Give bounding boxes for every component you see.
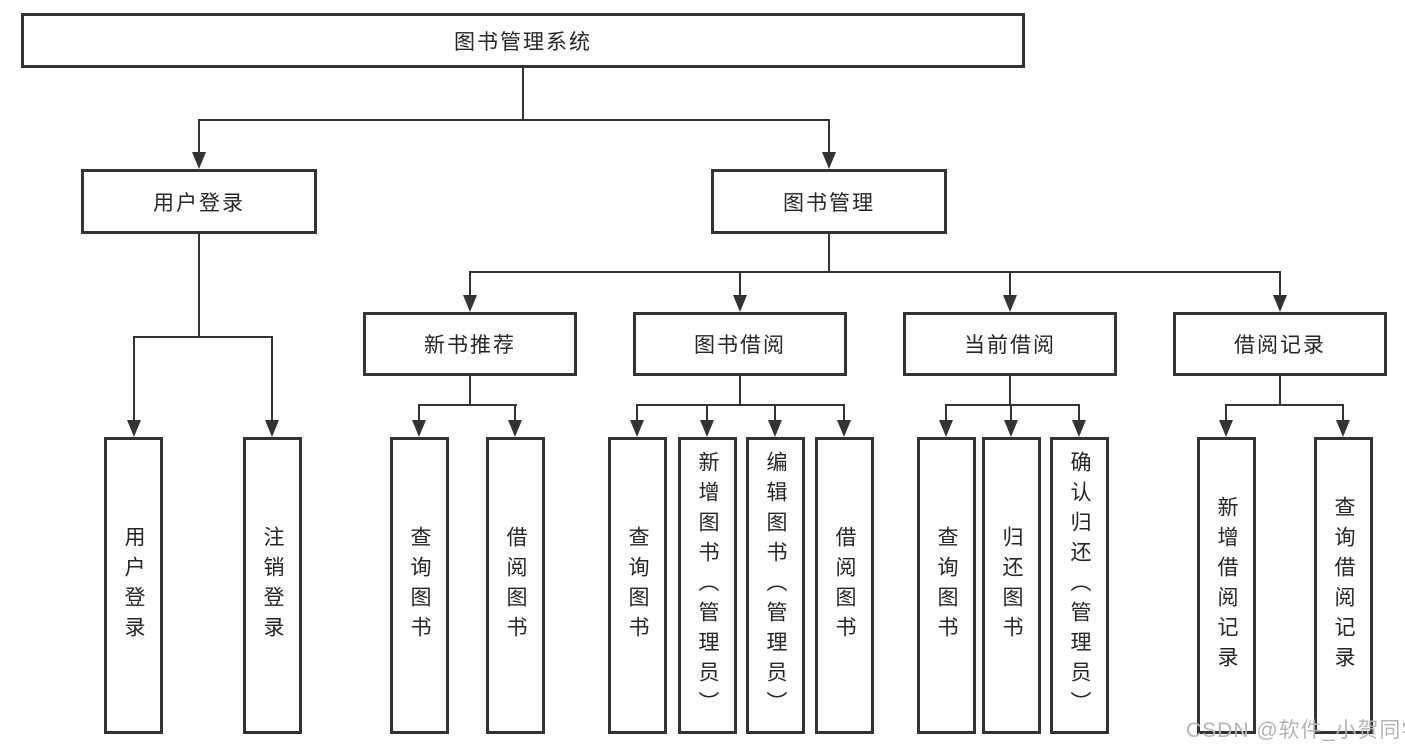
connector-line bbox=[469, 374, 471, 406]
arrow-down-icon bbox=[1219, 420, 1233, 437]
arrow-down-icon bbox=[837, 420, 851, 437]
connector-line bbox=[945, 404, 1080, 406]
connector-line bbox=[945, 404, 947, 422]
node-label: 借阅图书 bbox=[504, 525, 527, 646]
node-label: 确认归还（管理员） bbox=[1068, 450, 1091, 721]
connector-line bbox=[828, 119, 830, 154]
connector-line bbox=[706, 404, 708, 422]
arrow-down-icon bbox=[822, 152, 836, 169]
arrow-down-icon bbox=[1004, 420, 1018, 437]
arrow-down-icon bbox=[1072, 420, 1086, 437]
connector-line bbox=[271, 336, 273, 422]
node-borrowing-records: 借阅记录 bbox=[1173, 312, 1387, 376]
node-logout: 注销登录 bbox=[243, 437, 302, 734]
connector-line bbox=[514, 404, 516, 422]
connector-line bbox=[198, 232, 200, 338]
arrow-down-icon bbox=[733, 295, 747, 312]
connector-line bbox=[843, 404, 845, 422]
node-label: 归还图书 bbox=[1000, 525, 1023, 646]
arrow-down-icon bbox=[127, 420, 141, 437]
connector-line bbox=[133, 336, 273, 338]
node-new-book-recommendation: 新书推荐 bbox=[363, 312, 577, 376]
node-label: 查询图书 bbox=[408, 525, 431, 646]
arrow-down-icon bbox=[630, 420, 644, 437]
node-book-management: 图书管理 bbox=[711, 169, 947, 234]
node-current-borrowing: 当前借阅 bbox=[903, 312, 1117, 376]
connector-line bbox=[1009, 374, 1011, 406]
connector-line bbox=[469, 271, 1281, 273]
arrow-down-icon bbox=[1003, 295, 1017, 312]
connector-line bbox=[198, 119, 200, 154]
node-borrow-books-recommend: 借阅图书 bbox=[486, 437, 545, 734]
connector-line bbox=[1225, 404, 1344, 406]
connector-line bbox=[418, 404, 517, 406]
node-borrow-books-borrow: 借阅图书 bbox=[815, 437, 874, 734]
node-label: 编辑图书（管理员） bbox=[764, 450, 787, 721]
node-label: 用户登录 bbox=[122, 525, 145, 646]
connector-line bbox=[1279, 374, 1281, 406]
connector-line bbox=[469, 271, 471, 297]
node-add-borrow-record: 新增借阅记录 bbox=[1197, 437, 1256, 734]
connector-line bbox=[828, 232, 830, 273]
arrow-down-icon bbox=[1336, 420, 1350, 437]
node-label: 新增借阅记录 bbox=[1215, 495, 1238, 676]
connector-line bbox=[198, 119, 830, 121]
node-user-login: 用户登录 bbox=[81, 169, 317, 234]
connector-line bbox=[1078, 404, 1080, 422]
connector-line bbox=[1279, 271, 1281, 297]
connector-line bbox=[418, 404, 420, 422]
arrow-down-icon bbox=[463, 295, 477, 312]
node-edit-book-admin: 编辑图书（管理员） bbox=[746, 437, 805, 734]
node-query-books-recommend: 查询图书 bbox=[390, 437, 449, 734]
connector-line bbox=[636, 404, 845, 406]
connector-line bbox=[522, 66, 524, 121]
arrow-down-icon bbox=[1273, 295, 1287, 312]
arrow-down-icon bbox=[700, 420, 714, 437]
node-query-books-borrow: 查询图书 bbox=[608, 437, 667, 734]
node-user-login-action: 用户登录 bbox=[104, 437, 163, 734]
node-book-borrowing: 图书借阅 bbox=[633, 312, 847, 376]
connector-line bbox=[739, 271, 741, 297]
arrow-down-icon bbox=[939, 420, 953, 437]
node-label: 新增图书（管理员） bbox=[696, 450, 719, 721]
node-add-book-admin: 新增图书（管理员） bbox=[678, 437, 737, 734]
arrow-down-icon bbox=[265, 420, 279, 437]
node-query-borrow-record: 查询借阅记录 bbox=[1314, 437, 1373, 734]
arrow-down-icon bbox=[768, 420, 782, 437]
connector-line bbox=[1010, 404, 1012, 422]
arrow-down-icon bbox=[192, 152, 206, 169]
node-confirm-return-admin: 确认归还（管理员） bbox=[1050, 437, 1109, 734]
node-library-management-system: 图书管理系统 bbox=[21, 13, 1025, 68]
connector-line bbox=[636, 404, 638, 422]
csdn-watermark: CSDN @软件_小贺同学 bbox=[1186, 719, 1405, 742]
node-return-book: 归还图书 bbox=[982, 437, 1041, 734]
connector-line bbox=[739, 374, 741, 406]
arrow-down-icon bbox=[508, 420, 522, 437]
node-query-books-current: 查询图书 bbox=[917, 437, 976, 734]
connector-line bbox=[1225, 404, 1227, 422]
node-label: 查询借阅记录 bbox=[1332, 495, 1355, 676]
connector-line bbox=[1342, 404, 1344, 422]
connector-line bbox=[774, 404, 776, 422]
connector-line bbox=[133, 336, 135, 422]
connector-line bbox=[1009, 271, 1011, 297]
node-label: 借阅图书 bbox=[833, 525, 856, 646]
node-label: 查询图书 bbox=[935, 525, 958, 646]
node-label: 注销登录 bbox=[261, 525, 284, 646]
arrow-down-icon bbox=[412, 420, 426, 437]
node-label: 查询图书 bbox=[626, 525, 649, 646]
